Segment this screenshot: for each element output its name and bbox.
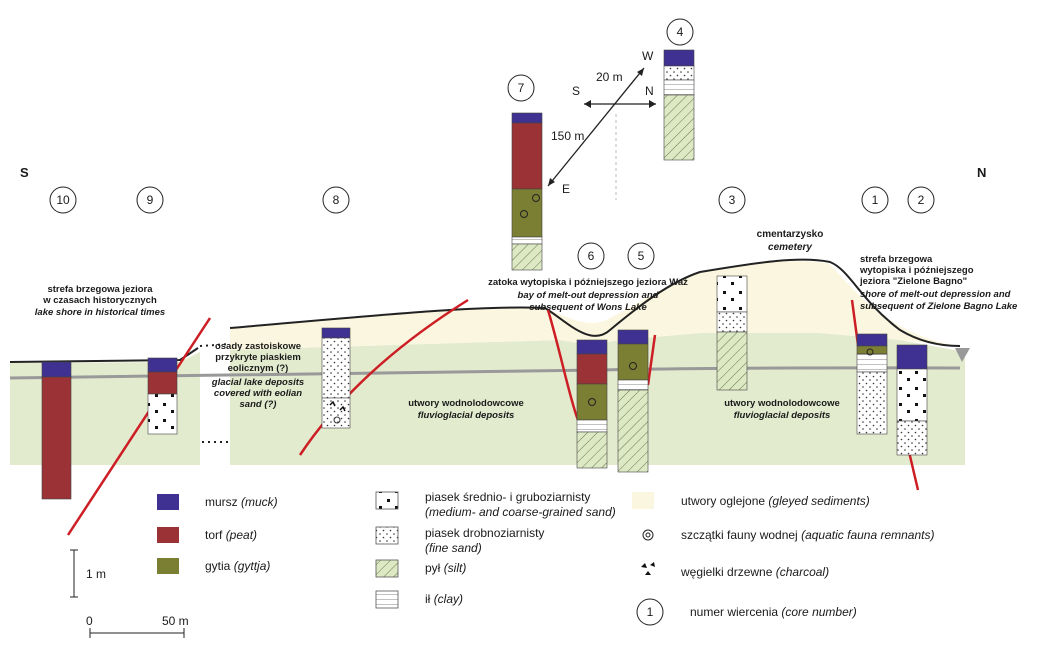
svg-text:torf (peat): torf (peat) bbox=[205, 528, 257, 542]
annotation-bay-wons: zatoka wytopiska i późniejszego jeziora … bbox=[488, 277, 688, 313]
svg-text:szczątki fauny wodnej (aquatic: szczątki fauny wodnej (aquatic fauna rem… bbox=[681, 528, 934, 542]
legend-clay: ił (clay) bbox=[375, 590, 463, 609]
annotation-fluvio-left: utwory wodnolodowcowe fluvioglacial depo… bbox=[408, 398, 524, 421]
core-4-column bbox=[663, 49, 695, 161]
core-number-7: 7 bbox=[518, 81, 525, 95]
core-number-6: 6 bbox=[588, 249, 595, 263]
svg-text:w czasach historycznych: w czasach historycznych bbox=[42, 295, 157, 306]
svg-text:gytia (gyttja): gytia (gyttja) bbox=[205, 559, 270, 573]
core-number-5: 5 bbox=[638, 249, 645, 263]
annotation-zielone-bagno: strefa brzegowa wytopiska i późniejszego… bbox=[859, 254, 1018, 312]
core-number-10: 10 bbox=[56, 193, 70, 207]
svg-text:fluvioglacial deposits: fluvioglacial deposits bbox=[734, 410, 831, 421]
fauna-icon bbox=[642, 529, 654, 541]
core-number-2: 2 bbox=[918, 193, 925, 207]
legend-charcoal: węgielki drzewne (charcoal) bbox=[641, 562, 829, 579]
legend-gleyed: utwory oglejone (gleyed sediments) bbox=[632, 492, 870, 509]
core-5-column bbox=[617, 329, 649, 473]
svg-text:wytopiska i późniejszego: wytopiska i późniejszego bbox=[859, 265, 974, 276]
north-label: N bbox=[977, 165, 986, 180]
annotation-cemetery: cmentarzysko cemetery bbox=[757, 229, 824, 253]
svg-text:utwory oglejone (gleyed sedime: utwory oglejone (gleyed sediments) bbox=[681, 494, 870, 508]
legend-fauna: szczątki fauny wodnej (aquatic fauna rem… bbox=[642, 528, 934, 542]
core-number-9: 9 bbox=[147, 193, 154, 207]
svg-text:zatoka wytopiska i późniejszeg: zatoka wytopiska i późniejszego jeziora … bbox=[488, 277, 688, 288]
core-number-4: 4 bbox=[677, 25, 684, 39]
core-9-column bbox=[147, 357, 178, 435]
legend-muck: mursz (muck) bbox=[157, 494, 278, 510]
legend-gyttja: gytia (gyttja) bbox=[157, 558, 270, 574]
svg-text:strefa brzegowa jeziora: strefa brzegowa jeziora bbox=[47, 284, 153, 295]
svg-text:subsequent of Zielone Bagno La: subsequent of Zielone Bagno Lake bbox=[860, 301, 1018, 312]
core-number-markers: 10 9 8 7 4 6 5 3 1 2 bbox=[49, 18, 935, 270]
core-2-column bbox=[896, 344, 928, 456]
water-table-marker bbox=[955, 348, 970, 362]
south-label: S bbox=[20, 165, 29, 180]
scale-bar: 1 m 0 50 m bbox=[70, 549, 189, 638]
gleyed-zone bbox=[230, 261, 960, 350]
legend-coarse-sand: piasek średnio- i gruboziarnisty (medium… bbox=[375, 490, 616, 519]
scale-h0-label: 0 bbox=[86, 614, 93, 628]
compass-n: N bbox=[645, 84, 654, 98]
legend-silt: pył (silt) bbox=[375, 559, 466, 578]
scale-vertical-label: 1 m bbox=[86, 567, 106, 581]
svg-text:strefa brzegowa: strefa brzegowa bbox=[860, 254, 933, 265]
svg-text:przykryte piaskiem: przykryte piaskiem bbox=[215, 352, 301, 363]
svg-text:ił (clay): ił (clay) bbox=[425, 592, 463, 606]
distance-150m: 150 m bbox=[551, 129, 584, 143]
svg-text:fluvioglacial deposits: fluvioglacial deposits bbox=[418, 410, 515, 421]
core-1-column bbox=[856, 333, 888, 435]
svg-text:piasek drobnoziarnisty: piasek drobnoziarnisty bbox=[425, 526, 544, 540]
svg-text:1: 1 bbox=[647, 605, 654, 619]
core-6-column bbox=[576, 339, 608, 469]
legend-core-number: 1 numer wiercenia (core number) bbox=[636, 598, 857, 626]
svg-text:(fine sand): (fine sand) bbox=[425, 541, 482, 555]
compass-e: E bbox=[562, 182, 570, 196]
svg-text:pył (silt): pył (silt) bbox=[425, 561, 466, 575]
core-number-8: 8 bbox=[333, 193, 340, 207]
svg-text:cmentarzysko: cmentarzysko bbox=[757, 229, 824, 240]
scale-h50-label: 50 m bbox=[162, 614, 189, 628]
core-number-3: 3 bbox=[729, 193, 736, 207]
svg-text:glacial lake deposits: glacial lake deposits bbox=[211, 377, 304, 388]
charcoal-icon bbox=[641, 562, 655, 575]
svg-text:eolicznym (?): eolicznym (?) bbox=[228, 363, 289, 374]
svg-text:sand (?): sand (?) bbox=[240, 399, 277, 410]
svg-text:bay of melt-out depression and: bay of melt-out depression and bbox=[518, 290, 659, 301]
annotation-fluvio-right: utwory wodnolodowcowe fluvioglacial depo… bbox=[724, 398, 840, 421]
svg-text:utwory wodnolodowcowe: utwory wodnolodowcowe bbox=[408, 398, 524, 409]
distance-20m: 20 m bbox=[596, 70, 623, 84]
terrain-surface-left bbox=[9, 347, 199, 363]
svg-text:jeziora "Zielone Bagno": jeziora "Zielone Bagno" bbox=[859, 276, 967, 287]
core-7-column bbox=[511, 112, 543, 271]
core-number-1: 1 bbox=[872, 193, 879, 207]
svg-text:subsequent of Wons Lake: subsequent of Wons Lake bbox=[529, 302, 647, 313]
svg-text:lake shore in historical times: lake shore in historical times bbox=[35, 307, 165, 318]
core-10-column bbox=[41, 361, 72, 500]
svg-text:cemetery: cemetery bbox=[768, 242, 812, 253]
svg-text:utwory wodnolodowcowe: utwory wodnolodowcowe bbox=[724, 398, 840, 409]
terrain-surface-main bbox=[229, 258, 961, 347]
core-8-column bbox=[321, 327, 351, 429]
svg-text:numer wiercenia (core number): numer wiercenia (core number) bbox=[690, 605, 857, 619]
svg-text:osady zastoiskowe: osady zastoiskowe bbox=[215, 341, 301, 352]
svg-text:shore of melt-out depression: shore of melt-out depression and bbox=[860, 289, 1011, 300]
compass-s: S bbox=[572, 84, 580, 98]
dotted-gap-top bbox=[199, 343, 231, 347]
svg-text:covered with eolian: covered with eolian bbox=[214, 388, 302, 399]
annotation-lake-shore: strefa brzegowa jeziora w czasach histor… bbox=[35, 284, 165, 318]
svg-text:mursz (muck): mursz (muck) bbox=[205, 495, 278, 509]
core-3-column bbox=[716, 275, 748, 391]
compass-rose: S N W E 20 m 150 m bbox=[547, 49, 656, 200]
compass-w: W bbox=[642, 49, 654, 63]
legend-peat: torf (peat) bbox=[157, 527, 257, 543]
svg-text:(medium- and coarse-grained sa: (medium- and coarse-grained sand) bbox=[425, 505, 616, 519]
svg-text:piasek średnio- i gruboziarnis: piasek średnio- i gruboziarnisty bbox=[425, 490, 590, 504]
annotation-glacial-lake: osady zastoiskowe przykryte piaskiem eol… bbox=[211, 341, 304, 410]
legend-fine-sand: piasek drobnoziarnisty (fine sand) bbox=[375, 526, 544, 555]
svg-text:węgielki drzewne (charcoal): węgielki drzewne (charcoal) bbox=[680, 565, 829, 579]
